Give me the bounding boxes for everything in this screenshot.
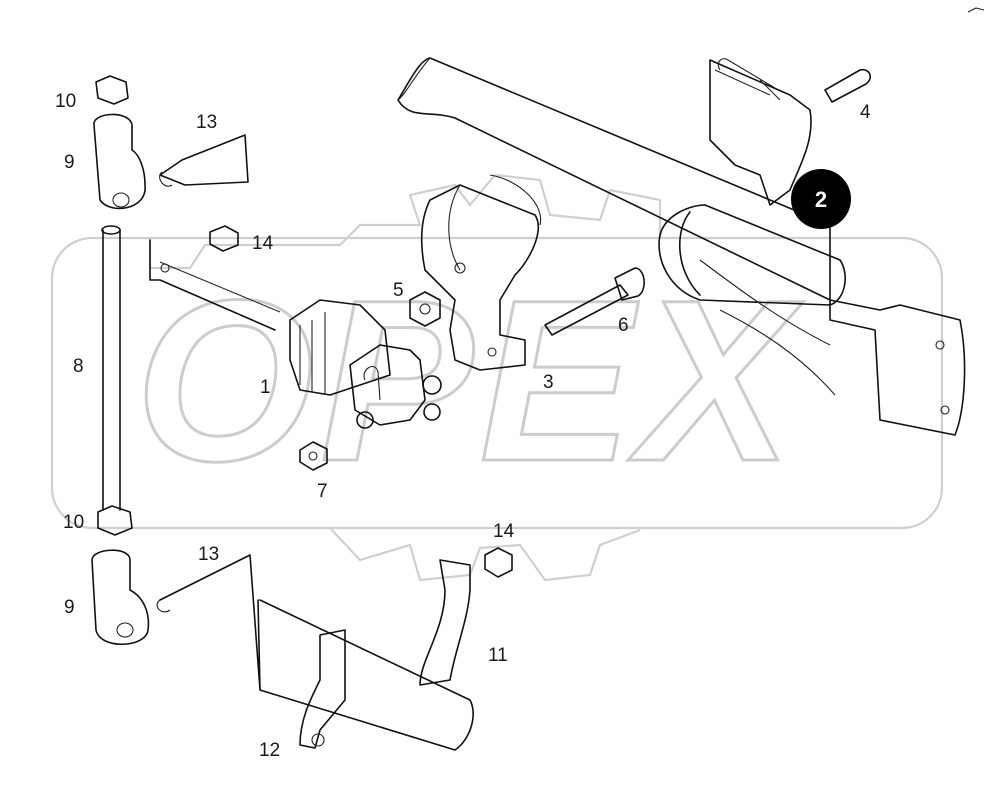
watermark-plate — [50, 236, 944, 530]
main-shaft — [397, 57, 966, 436]
watermark-gear — [148, 173, 662, 582]
assembly-badge: 2 — [791, 169, 851, 229]
corner-mark — [967, 7, 985, 13]
left-hose-assembly — [91, 75, 261, 691]
callout-14-upper: 14 — [252, 233, 274, 254]
callout-9-lower: 9 — [64, 597, 75, 618]
badge-circle — [791, 169, 851, 229]
bracket-assembly — [709, 58, 872, 206]
callout-9-upper: 9 — [64, 152, 75, 173]
callout-6: 6 — [618, 315, 629, 336]
lower-pipe-assembly — [259, 547, 513, 751]
main-unit — [289, 299, 442, 429]
clamp-bracket — [420, 174, 542, 371]
callout-12: 12 — [259, 740, 280, 761]
long-bolt — [544, 267, 645, 336]
callout-13-upper: 13 — [196, 112, 217, 133]
callout-4: 4 — [860, 102, 871, 123]
badge-label: 2 — [815, 187, 827, 212]
callout-8: 8 — [73, 356, 84, 377]
upper-rod — [149, 225, 281, 331]
callout-11: 11 — [488, 645, 508, 666]
watermark-text: OPEX — [135, 252, 804, 509]
nut-5 — [409, 291, 441, 327]
callout-1: 1 — [260, 377, 271, 398]
callout-13-lower: 13 — [198, 544, 219, 565]
nut-7 — [299, 441, 328, 471]
callout-labels: 1 3 4 5 6 7 8 9 9 10 10 11 12 13 13 14 1… — [55, 91, 871, 761]
callout-3: 3 — [543, 372, 554, 393]
callout-5: 5 — [393, 280, 404, 301]
callout-10-lower: 10 — [63, 512, 84, 533]
callout-10-upper: 10 — [55, 91, 76, 112]
watermark: OPEX — [50, 173, 944, 582]
callout-14-lower: 14 — [493, 521, 515, 542]
callout-7: 7 — [317, 481, 328, 502]
